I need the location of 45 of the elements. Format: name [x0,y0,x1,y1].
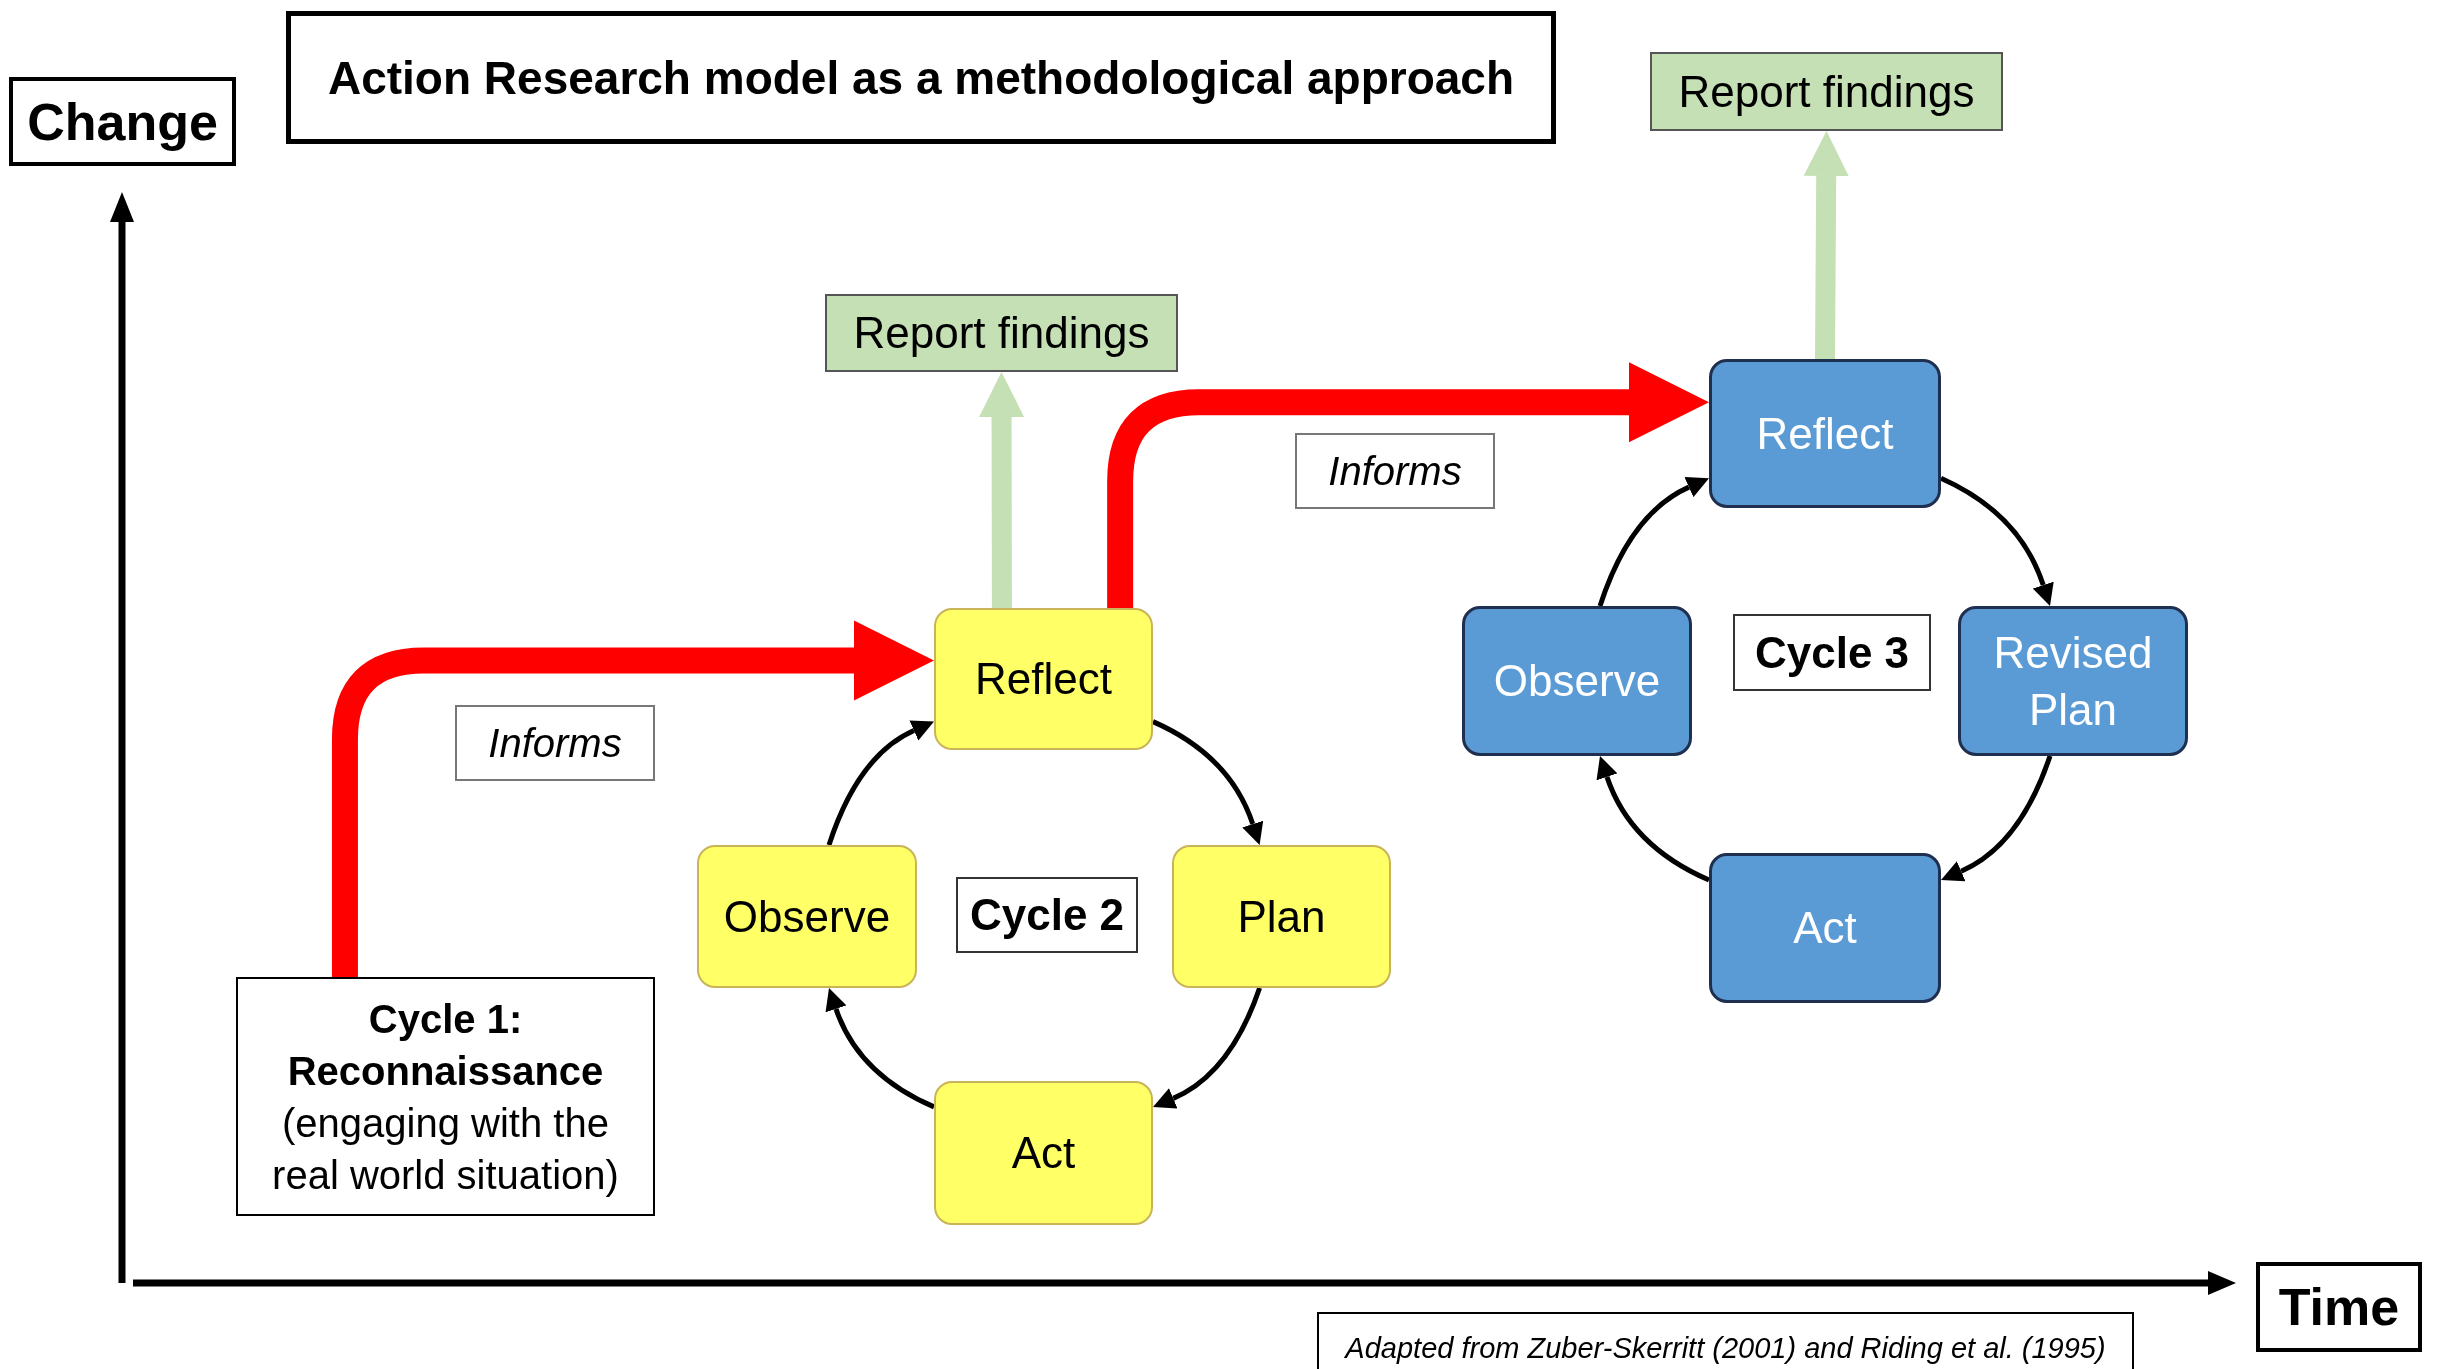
curved-arrow [1151,719,1264,845]
heading: Cycle 1: Reconnaissance [286,995,605,1095]
block-arrow [1107,362,1709,608]
process-box [1709,359,1941,508]
curved-arrow [826,720,934,846]
node-label: Cycle 2 [969,889,1125,942]
node-label: Report findings [1678,65,1975,118]
text-box [236,977,655,1216]
cycle-label-box [1733,614,1931,691]
node-label: Reflect [975,653,1112,706]
output-box [1650,52,2003,131]
block-arrow [331,620,934,977]
curved-arrow [1939,475,2054,606]
process-box [1709,853,1941,1003]
curved-arrow [1597,477,1709,607]
node-label: Observe [1493,655,1661,708]
caption: Adapted from Zuber-Skerritt (2001) and Riding et al. (1995) [1317,1312,2134,1369]
process-box [1462,606,1692,756]
title: Action Research model as a methodological approach [286,11,1556,144]
curved-arrow [1941,755,2053,882]
cycle-label-box [956,877,1138,953]
process-box [697,845,917,988]
block-arrow [979,372,1025,608]
axis-label: Change [9,77,236,166]
node-label: (engaging with the real world situation) [271,1099,620,1199]
edge-label: Informs [455,705,655,781]
node-label: Act [1011,1127,1076,1180]
node-label: Observe [723,890,891,943]
curved-arrow [825,988,936,1110]
edge-label: Informs [1295,433,1495,509]
node-label: Act [1793,902,1857,955]
process-box [934,608,1153,750]
curved-arrow [1596,756,1711,883]
process-box [1958,606,2188,756]
axis-label: Time [2256,1262,2422,1352]
node-label: Report findings [853,307,1150,360]
process-box [934,1081,1153,1225]
node-label: Reflect [1756,407,1894,460]
node-label: Cycle 3 [1754,626,1910,679]
node-label: Plan [1237,890,1326,943]
block-arrow [1803,131,1849,360]
process-box [1172,845,1391,988]
output-box [825,294,1178,372]
curved-arrow [1153,987,1262,1109]
node-label: Revised Plan [1992,626,2154,736]
